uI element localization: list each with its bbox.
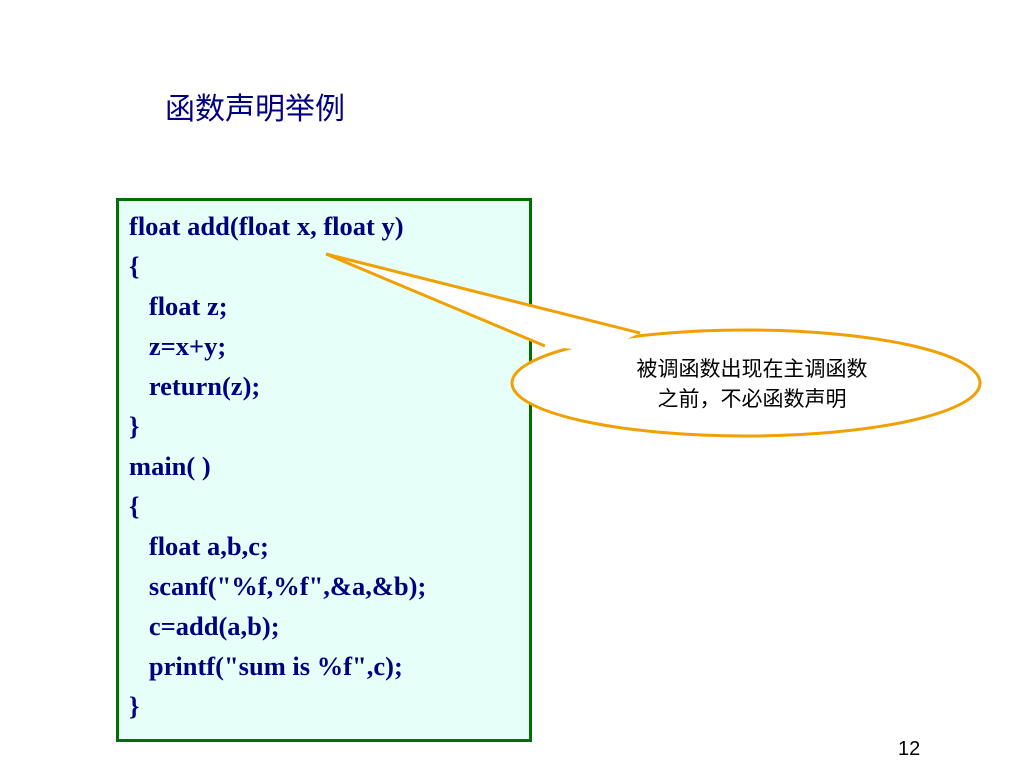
slide-title: 函数声明举例 <box>165 92 345 127</box>
callout-tail <box>326 254 640 346</box>
code-line-1: float add(float x, float y) <box>129 211 404 241</box>
code-line-13: } <box>129 691 140 721</box>
code-line-7: main( ) <box>129 451 211 481</box>
code-line-9: float a,b,c; <box>129 531 269 561</box>
code-line-5: return(z); <box>129 371 261 401</box>
code-line-6: } <box>129 411 140 441</box>
callout-line-2: 之前，不必函数声明 <box>657 387 847 411</box>
code-line-3: float z; <box>129 291 228 321</box>
code-line-12: printf("sum is %f",c); <box>129 651 403 681</box>
callout-ellipse <box>510 328 982 438</box>
code-line-11: c=add(a,b); <box>129 611 280 641</box>
code-line-8: { <box>129 491 140 521</box>
code-line-4: z=x+y; <box>129 331 227 361</box>
code-line-2: { <box>129 251 140 281</box>
callout-text: 被调函数出现在主调函数 之前，不必函数声明 <box>560 354 944 414</box>
page-number: 12 <box>898 738 921 760</box>
callout-line-1: 被调函数出现在主调函数 <box>636 357 868 381</box>
callout-tail-mouth <box>545 333 640 352</box>
callout-tail-outline <box>325 252 641 348</box>
code-line-10: scanf("%f,%f",&a,&b); <box>129 571 427 601</box>
